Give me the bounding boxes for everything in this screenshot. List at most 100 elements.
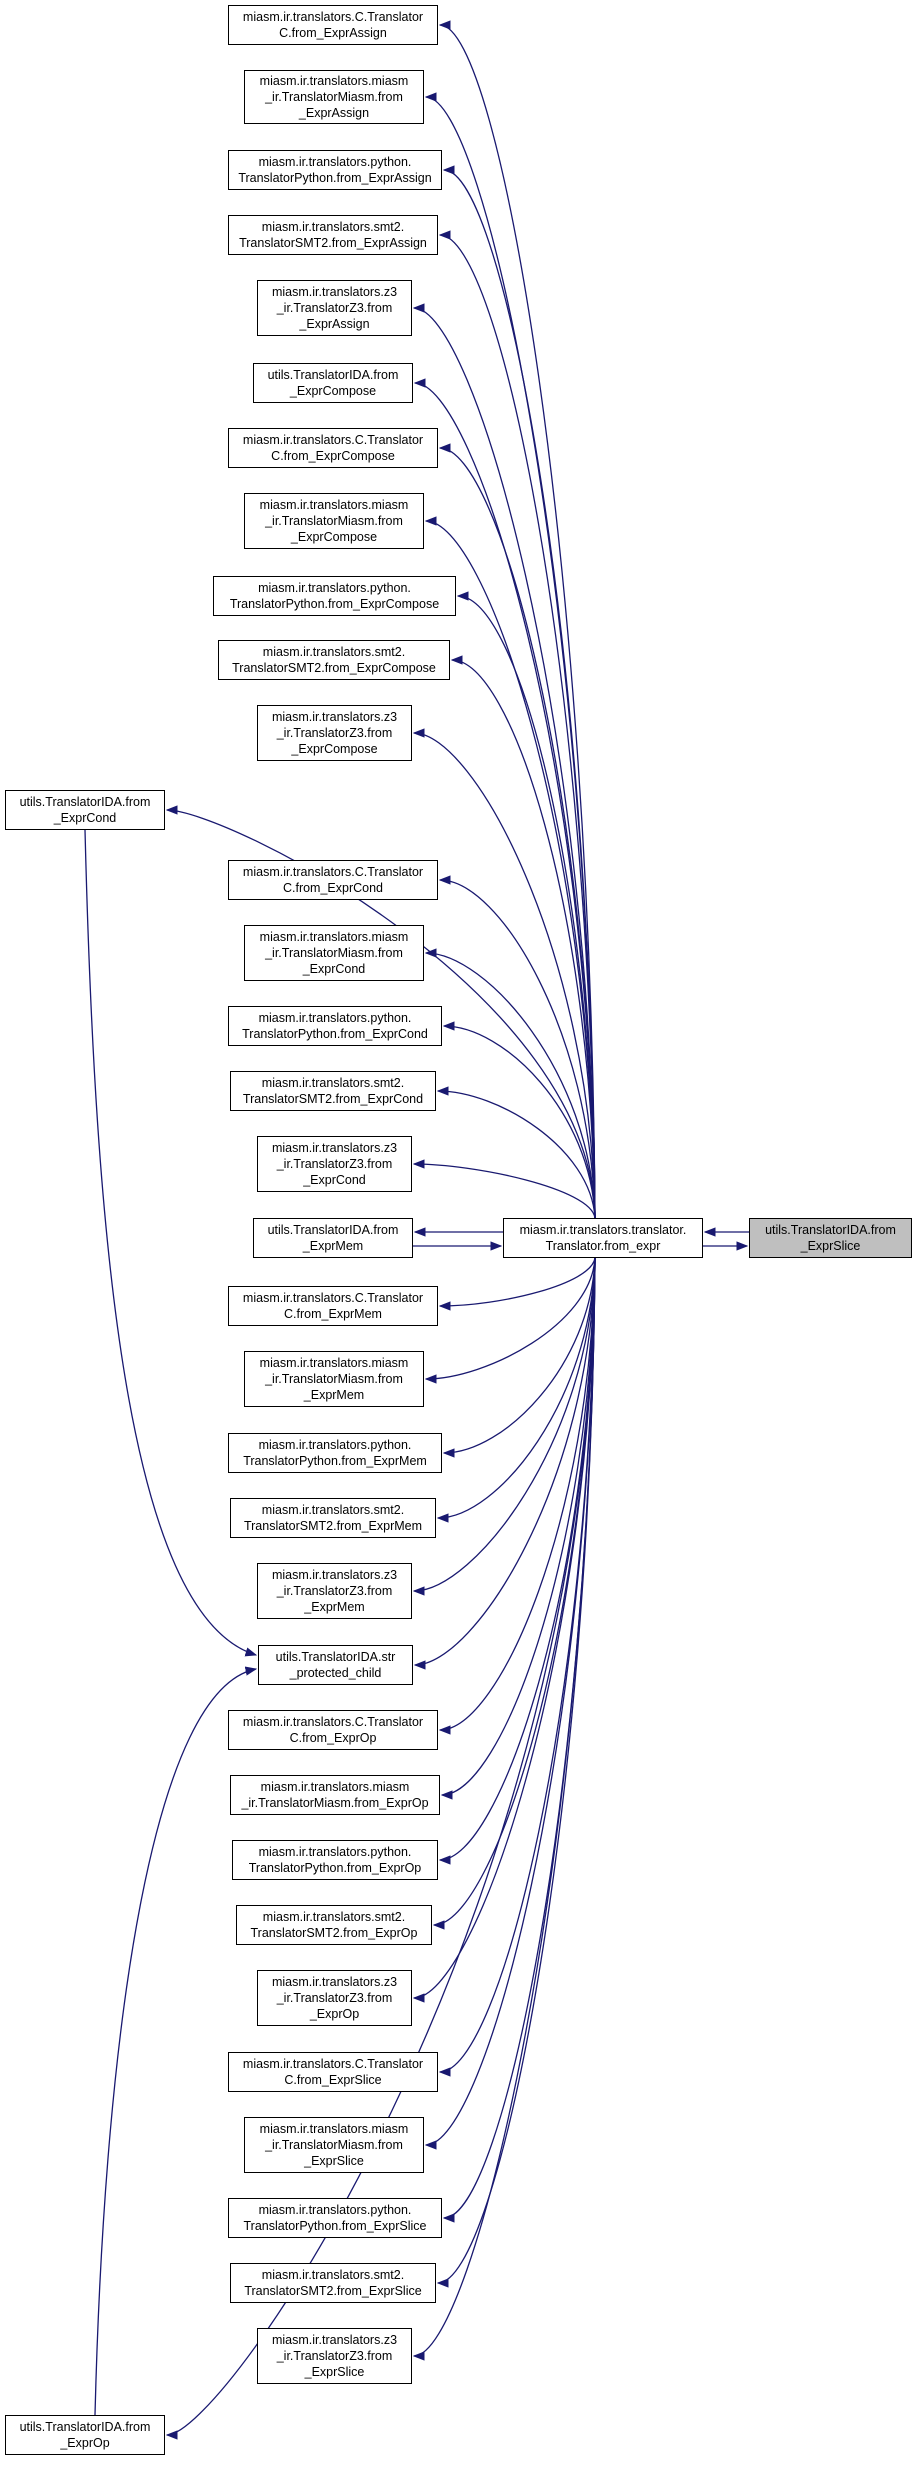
edge-from_expr-to-py_mem bbox=[442, 1257, 596, 1458]
node-translatormiasm-from-exprcompose[interactable]: miasm.ir.translators.miasm _ir.Translator… bbox=[244, 493, 424, 549]
node-label-line: _ExprSlice bbox=[304, 2154, 364, 2168]
node-translatorpython-from-exprslice[interactable]: miasm.ir.translators.python.TranslatorPy… bbox=[228, 2198, 442, 2238]
node-label-line: miasm.ir.translators.z3 bbox=[271, 710, 398, 724]
edge-ida_cond-to-ida_str bbox=[84, 829, 258, 1657]
node-label-line: _ir.TranslatorZ3.from bbox=[276, 1157, 393, 1171]
edge-from_expr-to-smt_slice bbox=[436, 1257, 596, 2288]
node-label-line: TranslatorPython.from_ExprAssign bbox=[238, 171, 432, 185]
node-translatorsmt2-from-exprmem[interactable]: miasm.ir.translators.smt2. TranslatorSMT2… bbox=[230, 1498, 436, 1538]
node-translatorida-from-exprmem[interactable]: utils.TranslatorIDA.from_ExprMem bbox=[253, 1218, 413, 1258]
node-label-line: miasm.ir.translators.miasm bbox=[259, 74, 409, 88]
node-translatormiasm-from-exprassign[interactable]: miasm.ir.translators.miasm _ir.Translator… bbox=[244, 70, 424, 124]
node-translatormiasm-from-exprcond[interactable]: miasm.ir.translators.miasm_ir.Translator… bbox=[244, 925, 424, 981]
node-translatorz3-from-exprmem[interactable]: miasm.ir.translators.z3_ir.TranslatorZ3.… bbox=[257, 1563, 412, 1619]
node-label-line: utils.TranslatorIDA.from bbox=[765, 1223, 896, 1237]
node-label-line: miasm.ir.translators.smt2. bbox=[262, 1910, 406, 1924]
node-label-line: miasm.ir.translators.python. bbox=[258, 1011, 412, 1025]
node-label-line: C.from_ExprSlice bbox=[284, 2073, 382, 2087]
node-label-line: miasm.ir.translators.miasm bbox=[259, 930, 409, 944]
node-label-line: _ir.TranslatorMiasm.from bbox=[265, 90, 403, 104]
node-label-line: miasm.ir.translators.C.Translator bbox=[242, 865, 424, 879]
node-translatormiasm-from-exprslice[interactable]: miasm.ir.translators.miasm_ir.Translator… bbox=[244, 2117, 424, 2173]
node-label-line: TranslatorPython.from_ExprSlice bbox=[243, 2219, 427, 2233]
node-label-line: miasm.ir.translators.python. bbox=[258, 1438, 412, 1452]
node-label-line: C.from_ExprAssign bbox=[279, 26, 387, 40]
node-translatorida-from-exprcond[interactable]: utils.TranslatorIDA.from_ExprCond bbox=[5, 790, 165, 830]
node-translatormiasm-from-exprop[interactable]: miasm.ir.translators.miasm_ir.Translator… bbox=[230, 1775, 440, 1815]
node-translatorpython-from-exprcond[interactable]: miasm.ir.translators.python.TranslatorPy… bbox=[228, 1006, 442, 1046]
node-label-line: utils.TranslatorIDA.from bbox=[267, 1223, 399, 1237]
edge-from_expr-to-smt_cond bbox=[436, 1086, 596, 1219]
node-label-line: miasm.ir.translators.C.Translator bbox=[242, 1291, 424, 1305]
node-translatorsmt2-from-exprassign[interactable]: miasm.ir.translators.smt2.TranslatorSMT2… bbox=[228, 215, 438, 255]
node-label-line: _ExprAssign bbox=[299, 317, 370, 331]
node-label-line: Translator.from_expr bbox=[545, 1239, 661, 1253]
node-translatorsmt2-from-exprop[interactable]: miasm.ir.translators.smt2.TranslatorSMT2… bbox=[236, 1905, 432, 1945]
node-translatorpython-from-exprop[interactable]: miasm.ir.translators.python. TranslatorPy… bbox=[232, 1840, 438, 1880]
node-translatorz3-from-exprassign[interactable]: miasm.ir.translators.z3_ir.TranslatorZ3.… bbox=[257, 280, 412, 336]
node-label-line: TranslatorSMT2.from_ExprSlice bbox=[244, 2284, 422, 2298]
node-translatorida-from-exprslice: utils.TranslatorIDA.from_ExprSlice bbox=[749, 1218, 912, 1258]
node-translatorz3-from-exprslice[interactable]: miasm.ir.translators.z3_ir.TranslatorZ3.… bbox=[257, 2328, 412, 2384]
node-label-line: miasm.ir.translators.python. bbox=[258, 1845, 412, 1859]
edge-from_expr-to-c_slice bbox=[438, 1257, 596, 2077]
edge-from_expr-to-z3_mem bbox=[412, 1257, 596, 1596]
node-label-line: _ir.TranslatorZ3.from bbox=[276, 726, 393, 740]
node-label-line: _ir.TranslatorMiasm.from bbox=[265, 1372, 403, 1386]
node-label-line: _ExprOp bbox=[60, 2436, 110, 2450]
node-label-line: _ir.TranslatorZ3.from bbox=[276, 1584, 393, 1598]
node-label-line: utils.TranslatorIDA.from bbox=[19, 2420, 151, 2434]
node-label-line: miasm.ir.translators.smt2. bbox=[262, 645, 406, 659]
node-label-line: _ExprMem bbox=[304, 1600, 365, 1614]
node-translatormiasm-from-exprmem[interactable]: miasm.ir.translators.miasm _ir.Translator… bbox=[244, 1351, 424, 1407]
node-translatorida-from-exprop[interactable]: utils.TranslatorIDA.from _ExprOp bbox=[5, 2415, 165, 2455]
node-label-line: miasm.ir.translators.C.Translator bbox=[242, 10, 424, 24]
node-translatorpython-from-exprassign[interactable]: miasm.ir.translators.python. TranslatorPy… bbox=[228, 150, 442, 190]
node-label-line: miasm.ir.translators.miasm bbox=[259, 498, 409, 512]
node-label-line: miasm.ir.translators.python. bbox=[258, 155, 412, 169]
node-translatorpython-from-exprmem[interactable]: miasm.ir.translators.python. TranslatorPy… bbox=[228, 1433, 442, 1473]
node-label-line: miasm.ir.translators.smt2. bbox=[261, 2268, 405, 2282]
node-label-line: miasm.ir.translators.smt2. bbox=[261, 220, 405, 234]
node-label-line: _ir.TranslatorMiasm.from bbox=[265, 514, 403, 528]
node-label-line: miasm.ir.translators.z3 bbox=[271, 1141, 398, 1155]
node-translatorpython-from-exprcompose[interactable]: miasm.ir.translators.python.TranslatorPy… bbox=[213, 576, 456, 616]
node-translatorz3-from-exprop[interactable]: miasm.ir.translators.z3_ir.TranslatorZ3.… bbox=[257, 1970, 412, 2026]
node-translatorsmt2-from-exprcompose[interactable]: miasm.ir.translators.smt2.TranslatorSMT2… bbox=[218, 640, 450, 680]
edge-from_expr-to-c_compose bbox=[438, 443, 596, 1219]
node-label-line: C.from_ExprMem bbox=[284, 1307, 382, 1321]
edge-from_expr-to-z3_assign bbox=[412, 303, 596, 1219]
edge-from_expr-to-c_cond bbox=[438, 875, 596, 1219]
edge-from_expr-to-ida_compose bbox=[413, 378, 596, 1219]
node-label-line: miasm.ir.translators.miasm bbox=[259, 1356, 409, 1370]
node-label-line: miasm.ir.translators.smt2. bbox=[261, 1503, 405, 1517]
edge-from_expr-to-smt_mem bbox=[436, 1257, 596, 1523]
edge-from_expr-to-miasm_op bbox=[440, 1257, 596, 1800]
node-translatorz3-from-exprcompose[interactable]: miasm.ir.translators.z3 _ir.TranslatorZ3.… bbox=[257, 705, 412, 761]
node-translatorsmt2-from-exprslice[interactable]: miasm.ir.translators.smt2. TranslatorSMT2… bbox=[230, 2263, 436, 2303]
node-label-line: miasm.ir.translators.C.Translator bbox=[242, 1715, 424, 1729]
node-translatorz3-from-exprcond[interactable]: miasm.ir.translators.z3 _ir.TranslatorZ3.… bbox=[257, 1136, 412, 1192]
edge-from_expr-to-ida_str bbox=[413, 1257, 596, 1670]
node-label-line: _ir.TranslatorZ3.from bbox=[276, 1991, 393, 2005]
node-label-line: _ExprMem bbox=[303, 1388, 365, 1402]
node-translatorida-str-protected-child[interactable]: utils.TranslatorIDA.str_protected_child bbox=[258, 1645, 413, 1685]
edge-from_expr-to-miasm_slice bbox=[424, 1257, 596, 2150]
node-label-line: TranslatorPython.from_ExprOp bbox=[248, 1861, 422, 1875]
node-label-line: TranslatorSMT2.from_ExprMem bbox=[243, 1519, 423, 1533]
node-label-line: utils.TranslatorIDA.from bbox=[267, 368, 399, 382]
edge-from_expr-to-z3_compose bbox=[412, 728, 596, 1219]
node-label-line: _ExprCompose bbox=[289, 384, 377, 398]
node-translatorida-from-exprcompose[interactable]: utils.TranslatorIDA.from _ExprCompose bbox=[253, 363, 413, 403]
node-translatorsmt2-from-exprcond[interactable]: miasm.ir.translators.smt2.TranslatorSMT2… bbox=[230, 1071, 436, 1111]
node-translator-from-expr[interactable]: miasm.ir.translators.translator.Translat… bbox=[503, 1218, 703, 1258]
node-label-line: TranslatorPython.from_ExprMem bbox=[243, 1454, 427, 1468]
node-label-line: _ir.TranslatorZ3.from bbox=[276, 301, 393, 315]
node-label-line: TranslatorSMT2.from_ExprCond bbox=[242, 1092, 424, 1106]
